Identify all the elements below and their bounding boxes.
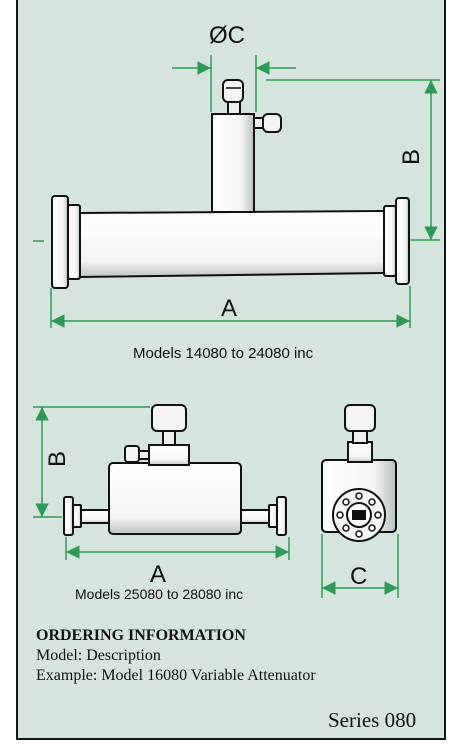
top-attenuator [51, 79, 410, 289]
label-length-a-top: A [221, 295, 238, 322]
caption-bottom-models: Models 25080 to 28080 inc [75, 586, 244, 602]
ordering-line-example: Example: Model 16080 Variable Attenuator [36, 667, 316, 684]
bottom-attenuator [63, 404, 287, 536]
dim-length-top [50, 286, 411, 328]
label-side-c: C [350, 563, 368, 590]
dim-height-top [266, 79, 440, 241]
dim-side-end [321, 534, 399, 598]
end-view [321, 404, 397, 542]
end-view-bolts [336, 492, 382, 538]
series-label: Series 080 [328, 708, 417, 732]
ordering-heading: ORDERING INFORMATION [36, 627, 246, 644]
ordering-information: ORDERING INFORMATION Model: Description … [36, 626, 316, 686]
label-height-b-top: B [398, 148, 426, 166]
dim-diameter-top [172, 55, 296, 112]
label-height-b-bottom: B [44, 450, 72, 468]
ordering-line-model: Model: Description [36, 647, 161, 664]
dim-height-bottom [33, 406, 150, 518]
caption-top-models: Models 14080 to 24080 inc [133, 345, 314, 362]
label-diameter-c: ØC [209, 22, 245, 49]
label-length-a-bottom: A [150, 561, 167, 588]
dim-length-bottom [65, 537, 290, 560]
